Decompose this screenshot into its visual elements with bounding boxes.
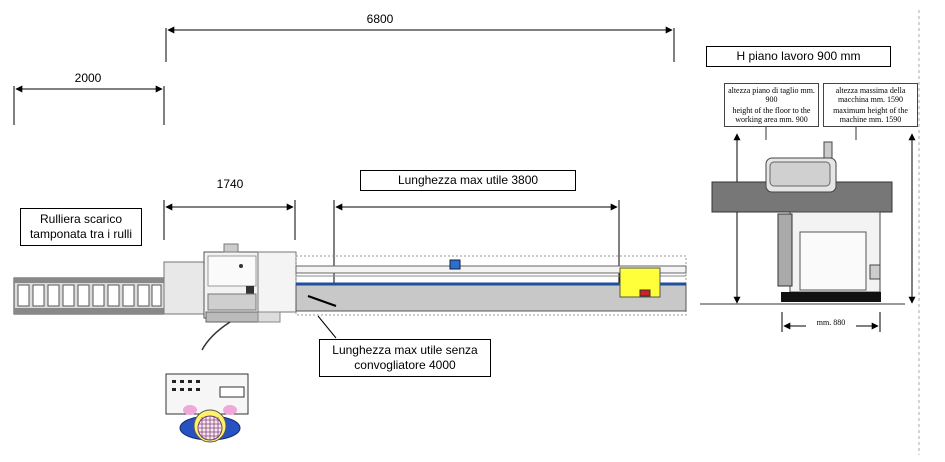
roller-line-box: Rulliera scarico tamponata tra i rulli xyxy=(20,208,142,246)
work-height-label: H piano lavoro 900 mm xyxy=(736,49,861,63)
cut-height-en: height of the floor to the working area … xyxy=(732,106,811,124)
max-useful-length-box: Lunghezza max utile 3800 xyxy=(360,170,576,191)
work-height-box: H piano lavoro 900 mm xyxy=(706,46,891,67)
main-bench xyxy=(295,255,687,316)
max-without-conveyor-box: Lunghezza max utile senza convogliatore … xyxy=(319,339,491,377)
dimension-6800 xyxy=(165,26,675,62)
dimension-2000-label: 2000 xyxy=(74,71,102,85)
leader-line xyxy=(317,315,337,339)
dimension-1740 xyxy=(163,200,296,240)
operator-console-icon xyxy=(165,373,249,443)
max-without-conveyor-label: Lunghezza max utile senza convogliatore … xyxy=(332,343,478,372)
max-height-it: altezza massima della macchina mm. 1590 xyxy=(835,86,906,104)
max-height-en: maximum height of the machine mm. 1590 xyxy=(833,106,908,124)
dimension-6800-label: 6800 xyxy=(366,12,394,26)
saw-unit xyxy=(163,243,297,351)
max-useful-length-label: Lunghezza max utile 3800 xyxy=(397,173,539,187)
roller-conveyor xyxy=(13,277,165,315)
dimension-2000 xyxy=(13,85,165,125)
side-view-drawing xyxy=(700,10,920,455)
width-880-label: mm. 880 xyxy=(806,318,856,327)
cut-height-caption: altezza piano di taglio mm. 900 height o… xyxy=(724,83,819,127)
max-height-caption: altezza massima della macchina mm. 1590 … xyxy=(823,83,918,127)
dimension-1740-label: 1740 xyxy=(216,177,244,191)
cut-height-it: altezza piano di taglio mm. 900 xyxy=(728,86,815,104)
roller-line-label: Rulliera scarico tamponata tra i rulli xyxy=(29,212,133,241)
